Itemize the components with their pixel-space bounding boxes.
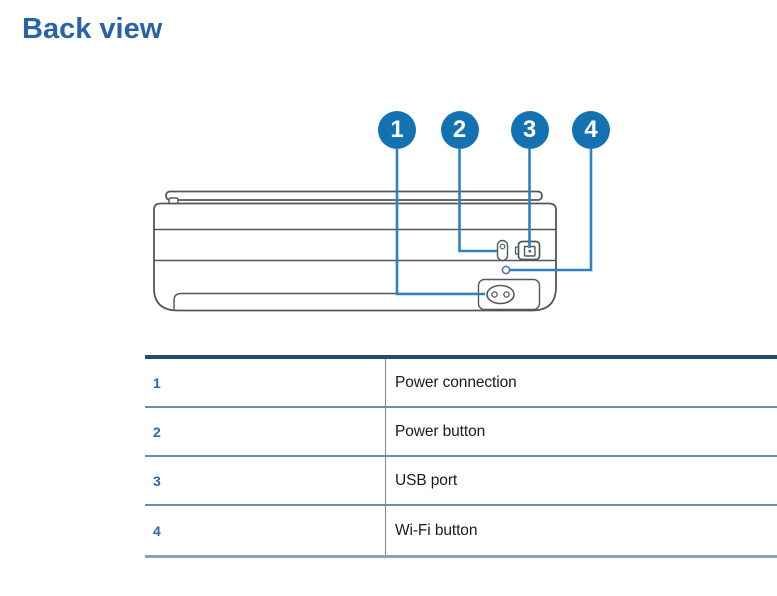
power-button-shape — [496, 239, 509, 262]
leader-line-2 — [458, 149, 497, 253]
callout-badge-1: 1 — [378, 111, 416, 149]
callout-badge-4: 4 — [572, 111, 610, 149]
callout-number-cell: 2 — [153, 423, 161, 440]
table-row-4: 4 Wi-Fi button — [145, 506, 777, 555]
table-column-divider — [384, 359, 386, 555]
wifi-button-shape — [501, 265, 511, 275]
table-row-2: 2 Power button — [145, 408, 777, 457]
leader-line-1 — [395, 149, 485, 296]
bottom-recess-shape — [173, 292, 478, 310]
callout-label-cell: Power button — [395, 422, 486, 440]
callout-number-cell: 4 — [153, 522, 161, 539]
callout-label-cell: Power connection — [395, 373, 517, 391]
callout-label-cell: USB port — [395, 471, 458, 489]
printer-body-outline — [153, 202, 557, 312]
page-title: Back view — [22, 13, 163, 45]
table-row-3: 3 USB port — [145, 457, 777, 506]
callout-badge-2: 2 — [440, 111, 479, 149]
callout-label-cell: Wi-Fi button — [395, 521, 478, 539]
callout-number-cell: 1 — [153, 374, 161, 391]
power-connector-pin-right — [503, 291, 510, 298]
leader-line-4 — [510, 149, 593, 272]
legend-table: 1 Power connection 2 Power button 3 USB … — [145, 355, 777, 558]
table-row-1: 1 Power connection — [145, 359, 777, 408]
power-button-icon — [499, 243, 506, 250]
callout-leader-lines — [395, 149, 593, 296]
printer-back-illustration — [153, 190, 557, 312]
callout-badge-3: 3 — [510, 111, 549, 149]
lid-lip-shape — [165, 190, 543, 201]
usb-port-pin-dot — [528, 249, 532, 253]
callout-number-cell: 3 — [153, 472, 161, 489]
power-connector-shape — [486, 284, 515, 305]
power-connector-pin-left — [491, 291, 498, 298]
